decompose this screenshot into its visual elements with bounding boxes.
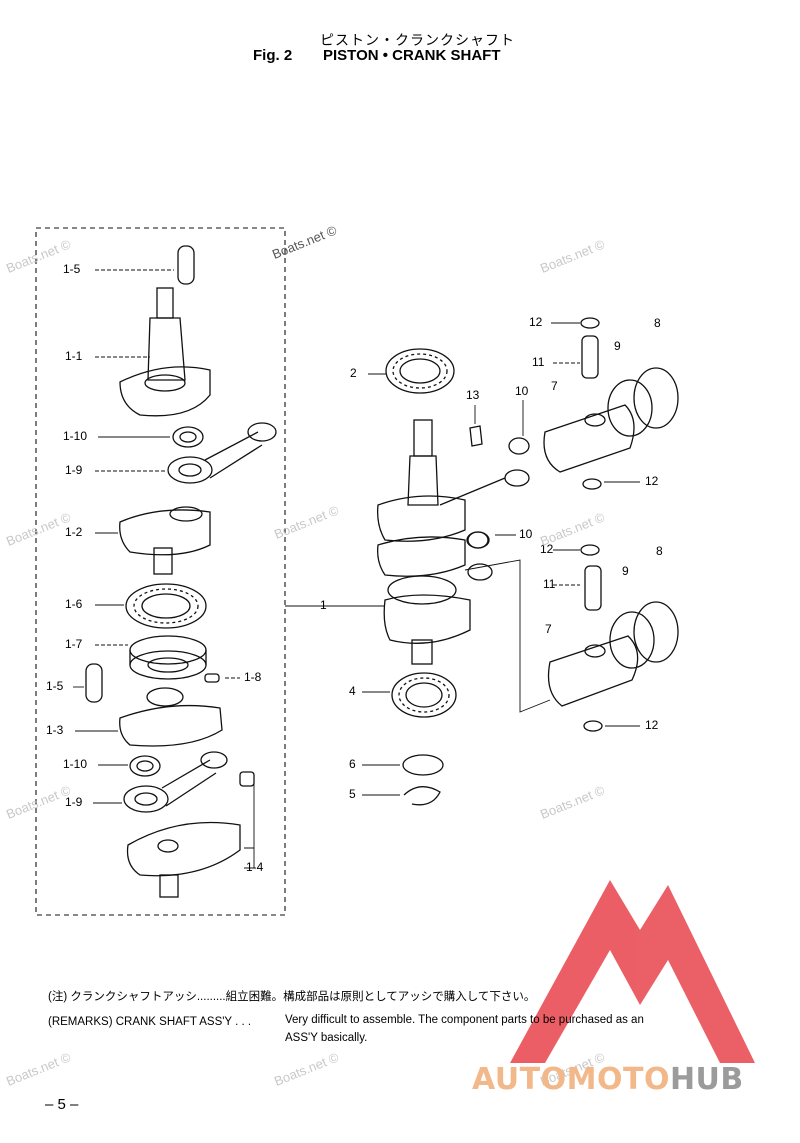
piston-pin-11-top-part	[581, 335, 599, 379]
callout-11-b: 11	[543, 577, 556, 591]
callout-1-5-top: 1-5	[63, 262, 81, 276]
callout-8-a: 8	[654, 316, 661, 330]
crank-web-1-4-part	[126, 771, 255, 898]
ball-bearing-1-6-part	[125, 583, 207, 629]
crankshaft-assembly-1-part	[377, 419, 530, 665]
callout-11-a: 11	[532, 355, 545, 369]
callout-6: 6	[349, 757, 356, 771]
needle-bearing-1-10-bottom-part	[129, 755, 161, 777]
needle-bearing-10-top-part	[508, 437, 530, 455]
needle-bearing-1-10-top-part	[172, 426, 204, 448]
callout-1-10-bottom: 1-10	[63, 757, 88, 771]
page-number: – 5 –	[45, 1096, 79, 1113]
assembly-box	[35, 227, 286, 916]
callout-9-a: 9	[614, 339, 621, 353]
ball-bearing-4-part	[391, 672, 457, 718]
callout-1-9-top: 1-9	[65, 463, 83, 477]
title-japanese: ピストン・クランクシャフト	[320, 32, 515, 48]
crank-web-1-1-part	[119, 287, 211, 417]
callout-1-10-top: 1-10	[63, 429, 88, 443]
callout-7-b: 7	[545, 622, 552, 636]
figure-title: PISTON • CRANK SHAFT	[323, 47, 501, 64]
automotohub-logo: AUTOMOTOHUB	[472, 1062, 744, 1097]
clip-12-a-part	[580, 317, 600, 329]
piston-ring-9-bottom-part	[609, 611, 655, 669]
callout-1-7: 1-7	[65, 637, 83, 651]
logo-text-automoto: AUTOMOTO	[472, 1062, 670, 1097]
crank-web-1-3-part	[119, 687, 223, 747]
callout-1-2: 1-2	[65, 525, 83, 539]
remark-japanese: (注) クランクシャフトアッシ.........組立困難。構成部品は原則としてア…	[48, 991, 536, 1003]
clip-12-b-part	[582, 478, 602, 490]
callout-1-8: 1-8	[244, 670, 262, 684]
callout-4: 4	[349, 684, 356, 698]
remark-english-text-2: ASS'Y basically.	[285, 1032, 368, 1044]
remark-english-text-1: Very difficult to assemble. The componen…	[285, 1014, 644, 1026]
callout-10-top: 10	[515, 384, 529, 398]
needle-bearing-10-bottom-part	[467, 531, 489, 549]
callout-1-5-bottom: 1-5	[46, 679, 64, 693]
crank-web-1-2-part	[119, 506, 211, 575]
piston-pin-11-bottom-part	[584, 565, 602, 611]
callout-1-9-bottom: 1-9	[65, 795, 83, 809]
conrod-1-9-bottom-part	[123, 751, 228, 813]
callout-1: 1	[320, 598, 327, 612]
pin-1-5-top-part	[177, 245, 195, 285]
logo-triangle-graphic	[510, 880, 755, 1063]
callout-1-6: 1-6	[65, 597, 83, 611]
callout-7-a: 7	[551, 379, 558, 393]
pin-1-8-part	[204, 673, 220, 683]
callout-13: 13	[466, 388, 480, 402]
callout-12-b: 12	[645, 474, 659, 488]
piston-ring-8-bottom-part	[633, 601, 679, 663]
clip-12-d-part	[583, 720, 603, 732]
callout-10-bottom: 10	[519, 527, 533, 541]
callout-1-4: 1-4	[246, 860, 264, 874]
labyrinth-ring-1-7-part	[129, 635, 207, 680]
piston-7-bottom-part	[547, 635, 639, 707]
callout-12-c: 12	[540, 542, 554, 556]
pin-1-5-bottom-part	[85, 663, 103, 703]
callout-12-a: 12	[529, 315, 543, 329]
piston-7-top-part	[543, 404, 635, 473]
piston-ring-9-top-part	[607, 379, 653, 437]
piston-ring-8-top-part	[633, 367, 679, 429]
callout-2: 2	[350, 366, 357, 380]
callout-8-b: 8	[656, 544, 663, 558]
callout-12-d: 12	[645, 718, 659, 732]
clip-12-c-part	[580, 544, 600, 556]
callout-5: 5	[349, 787, 356, 801]
key-13-part	[469, 425, 483, 447]
figure-label: Fig. 2	[253, 47, 293, 64]
ball-bearing-2-part	[385, 348, 455, 394]
remark-english-label: (REMARKS) CRANK SHAFT ASS'Y . . .	[48, 1016, 252, 1028]
callout-9-b: 9	[622, 564, 629, 578]
callout-1-1: 1-1	[65, 349, 83, 363]
logo-text-hub: HUB	[669, 1062, 744, 1097]
callout-1-3: 1-3	[46, 723, 64, 737]
washer-6-part	[402, 754, 444, 776]
conrod-1-9-top-part	[167, 422, 277, 484]
circlip-5-part	[403, 786, 441, 806]
